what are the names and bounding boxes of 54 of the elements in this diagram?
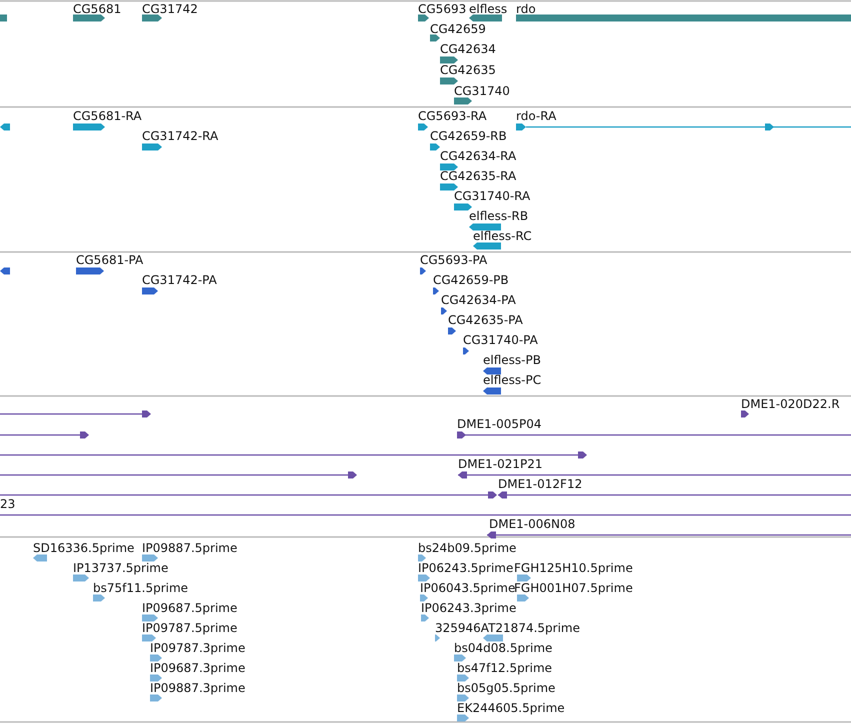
feature-label: CG42659	[430, 22, 486, 36]
feature-label: IP09687.5prime	[142, 601, 238, 615]
feature-label: CG42659-RB	[430, 129, 507, 143]
feature-label: CG31742	[142, 2, 198, 16]
feature-label: bs47f12.5prime	[457, 661, 552, 675]
feature-label: CG31740-RA	[454, 189, 530, 203]
feature-label: CG42635	[440, 63, 496, 77]
feature-label: IP09687.3prime	[150, 661, 246, 675]
feature-label: bs75f11.5prime	[93, 581, 188, 595]
feature-label: CG42634-RA	[440, 149, 516, 163]
feature-label: rdo	[516, 2, 536, 16]
feature-label: DME1-005P04	[457, 417, 542, 431]
feature-label: CG5681-RA	[73, 109, 142, 123]
feature-label: CG5681	[73, 2, 122, 16]
feature-label: 325946AT21874.5prime	[435, 621, 580, 635]
feature-label: EK244605.5prime	[457, 701, 565, 715]
feature-label: CG42634-PA	[441, 293, 516, 307]
feature-label: elfless-PC	[483, 373, 542, 387]
feature-label: bs04d08.5prime	[454, 641, 552, 655]
feature-label: SD16336.5prime	[33, 541, 134, 555]
feature-label: DME1-012F12	[498, 477, 582, 491]
feature-label: DME1-021P21	[458, 457, 543, 471]
feature-label: FGH001H07.5prime	[514, 581, 633, 595]
feature-label: CG31742-PA	[142, 273, 217, 287]
feature-label: DME1-020D22.R	[741, 397, 840, 411]
feature-label: CG31740-PA	[463, 333, 538, 347]
feature-label: IP06243.5prime	[418, 561, 514, 575]
feature-label: CG42635-PA	[448, 313, 523, 327]
feature-label: CG42635-RA	[440, 169, 516, 183]
feature-label: elfless	[469, 2, 508, 16]
feature-label: IP06243.3prime	[421, 601, 516, 615]
feature-label: CG5693-RA	[418, 109, 487, 123]
feature-label: rdo-RA	[516, 109, 556, 123]
feature-label: CG5693	[418, 2, 466, 16]
feature-label: elfless-RC	[473, 229, 532, 243]
feature-label: DME1-006N08	[489, 517, 576, 531]
feature-label: elfless-RB	[469, 209, 528, 223]
feature-label: CG31740	[454, 84, 510, 98]
feature-label: CG42634	[440, 42, 496, 56]
feature-label: IP09887.5prime	[142, 541, 238, 555]
feature-label: IP13737.5prime	[73, 561, 168, 575]
feature-label: IP09787.3prime	[150, 641, 246, 655]
feature-label: bs24b09.5prime	[418, 541, 516, 555]
feature-label: IP06043.5prime	[420, 581, 516, 595]
feature-label: IP09887.3prime	[150, 681, 246, 695]
feature-label: CG5681-PA	[76, 253, 144, 267]
feature-label: CG42659-PB	[433, 273, 509, 287]
feature-label: CG5693-PA	[420, 253, 488, 267]
feature-label: 23	[0, 497, 16, 511]
feature-label: IP09787.5prime	[142, 621, 238, 635]
feature-label: CG31742-RA	[142, 129, 218, 143]
feature-label: elfless-PB	[483, 353, 541, 367]
feature-label: bs05g05.5prime	[457, 681, 556, 695]
feature-label: FGH125H10.5prime	[514, 561, 633, 575]
